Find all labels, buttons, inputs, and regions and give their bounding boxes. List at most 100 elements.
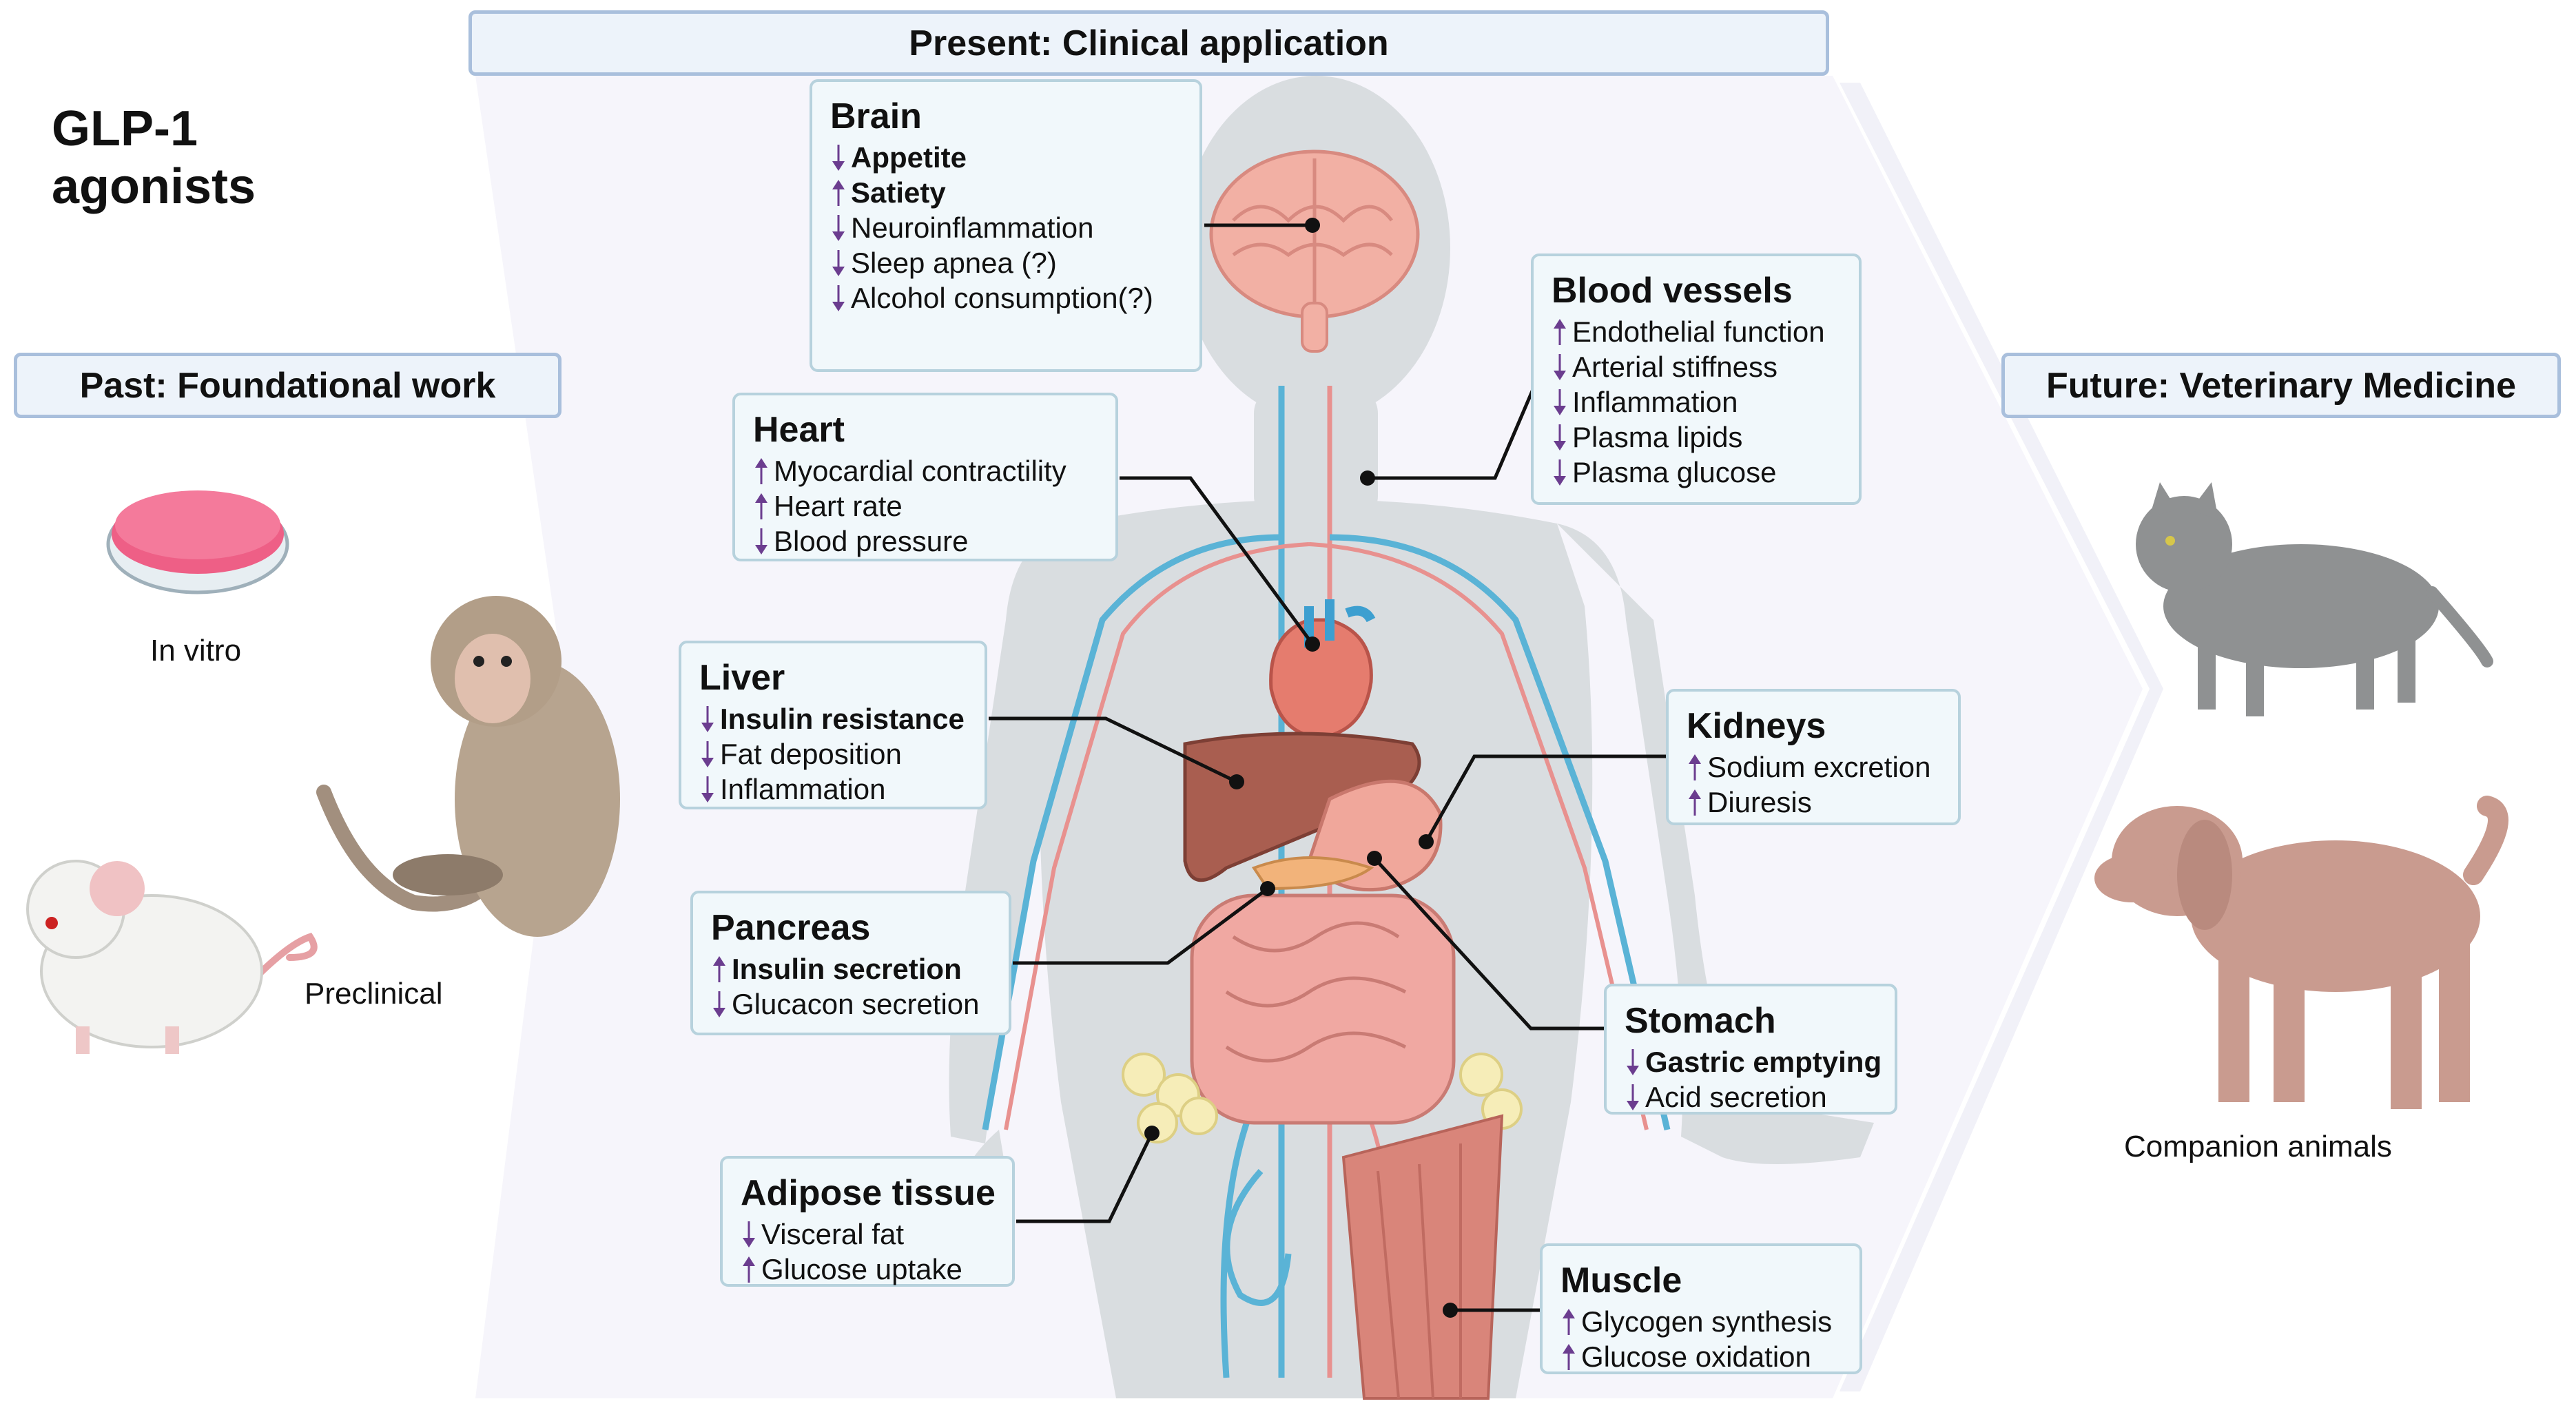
adipose-title: Adipose tissue [741, 1173, 996, 1213]
companion-animals-label: Companion animals [2124, 1130, 2392, 1163]
arrow-down-icon [753, 527, 770, 556]
effect-text: Inflammation [1572, 386, 1738, 418]
effect-text: Glucose oxidation [1581, 1340, 1811, 1373]
effect-row: Sleep apnea (?) [830, 245, 1183, 280]
dog-illustration [2094, 796, 2508, 1109]
muscle-illustration [1341, 1114, 1504, 1400]
effect-row: Inflammation [699, 772, 968, 807]
effect-text: Diuresis [1707, 786, 1812, 818]
arrow-down-icon [1552, 388, 1568, 417]
title-line2: agonists [52, 159, 256, 214]
arrow-up-icon [711, 955, 728, 984]
effect-text: Visceral fat [761, 1218, 904, 1250]
stomach-title: Stomach [1625, 1001, 1776, 1041]
effect-row: Arterial stiffness [1552, 349, 1842, 384]
brain-illustration [1209, 149, 1420, 353]
effect-text: Endothelial function [1572, 315, 1825, 348]
effect-text: Sodium excretion [1707, 751, 1931, 783]
arrow-down-icon [830, 284, 847, 313]
effect-row: Plasma glucose [1552, 455, 1842, 490]
arrow-up-icon [753, 457, 770, 486]
effect-row: Blood pressure [753, 524, 1099, 559]
effect-text: Plasma glucose [1572, 456, 1777, 488]
effect-row: Glucose oxidation [1560, 1339, 1843, 1374]
connector-dots [1144, 218, 1458, 1318]
effect-text: Gastric emptying [1645, 1046, 1882, 1078]
effect-row: Inflammation [1552, 384, 1842, 420]
kidneys-title: Kidneys [1687, 706, 1826, 746]
effect-row: Insulin secretion [711, 951, 992, 986]
effect-row: Endothelial function [1552, 314, 1842, 349]
arrow-down-icon [830, 249, 847, 278]
pancreas-illustration [1251, 856, 1374, 891]
arrow-down-icon [741, 1220, 757, 1249]
effect-row: Plasma lipids [1552, 420, 1842, 455]
effect-row: Alcohol consumption(?) [830, 280, 1183, 315]
effect-row: Acid secretion [1625, 1079, 1878, 1115]
heart-title: Heart [753, 410, 845, 450]
cat-illustration [2136, 482, 2493, 716]
arrow-up-icon [1687, 753, 1703, 782]
arrow-down-icon [699, 775, 716, 804]
effect-row: Insulin resistance [699, 701, 968, 736]
arrow-down-icon [1552, 458, 1568, 487]
effect-text: Insulin secretion [732, 953, 962, 985]
arrow-up-icon [1560, 1307, 1577, 1336]
effect-row: Glycogen synthesis [1560, 1304, 1843, 1339]
effect-text: Myocardial contractility [774, 455, 1067, 487]
effect-row: Visceral fat [741, 1217, 996, 1252]
effect-text: Glucose uptake [761, 1253, 962, 1285]
arrow-up-icon [1687, 788, 1703, 817]
arrow-down-icon [1625, 1048, 1641, 1077]
vessels [982, 386, 1671, 1378]
effect-row: Glucose uptake [741, 1252, 996, 1287]
effect-text: Inflammation [720, 773, 886, 805]
effect-text: Neuroinflammation [851, 211, 1094, 244]
effect-text: Alcohol consumption(?) [851, 282, 1153, 314]
effect-text: Sleep apnea (?) [851, 247, 1057, 279]
effect-row: Gastric emptying [1625, 1044, 1882, 1079]
mouse-illustration [26, 860, 318, 1054]
effect-text: Glycogen synthesis [1581, 1305, 1833, 1338]
future-header: Future: Veterinary Medicine [2001, 353, 2561, 418]
arrow-down-icon [830, 214, 847, 242]
effect-row: Neuroinflammation [830, 210, 1183, 245]
muscle-title: Muscle [1560, 1261, 1682, 1301]
arrow-up-icon [741, 1255, 757, 1284]
effect-text: Appetite [851, 141, 967, 174]
arrow-up-icon [1560, 1343, 1577, 1371]
effect-row: Sodium excretion [1687, 749, 1941, 785]
in-vitro-label: In vitro [150, 634, 242, 667]
intestines-illustration [1190, 893, 1456, 1125]
past-header: Past: Foundational work [14, 353, 561, 418]
present-header: Present: Clinical application [468, 10, 1829, 76]
effect-row: Diuresis [1687, 785, 1941, 820]
title-line1: GLP-1 [52, 101, 198, 156]
effect-text: Glucacon secretion [732, 988, 980, 1020]
effect-text: Fat deposition [720, 738, 902, 770]
arrow-down-icon [1552, 423, 1568, 452]
effect-text: Arterial stiffness [1572, 351, 1778, 383]
arrow-down-icon [699, 740, 716, 769]
effect-text: Blood pressure [774, 525, 969, 557]
pancreas-title: Pancreas [711, 908, 871, 948]
effect-row: Myocardial contractility [753, 453, 1099, 488]
arrow-down-icon [1552, 353, 1568, 382]
effect-row: Glucacon secretion [711, 986, 992, 1022]
arrow-down-icon [1625, 1083, 1641, 1112]
glp1-title: GLP-1 agonists [52, 100, 256, 216]
petri-dish-illustration [106, 490, 289, 594]
arrow-up-icon [1552, 318, 1568, 346]
connectors [989, 223, 1667, 1312]
effect-row: Heart rate [753, 488, 1099, 524]
arrow-down-icon [830, 143, 847, 172]
